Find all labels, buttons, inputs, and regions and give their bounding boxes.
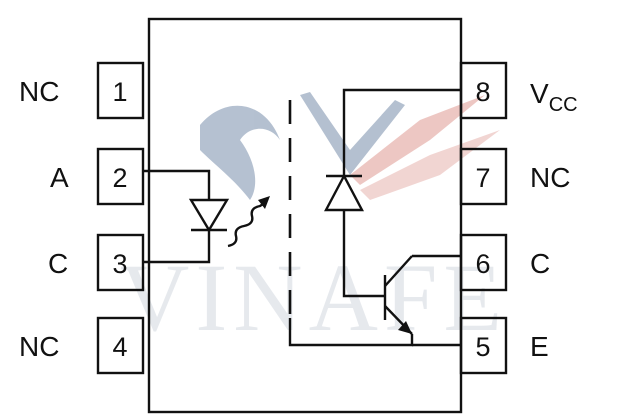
pin-1-number: 1 bbox=[112, 77, 127, 107]
led-emitter bbox=[143, 169, 230, 264]
pin-3-number: 3 bbox=[112, 249, 127, 279]
arrowhead-icon bbox=[258, 196, 270, 209]
pin-5: 5 E bbox=[459, 316, 549, 375]
pin-5-number: 5 bbox=[475, 332, 490, 362]
emitter-wire bbox=[288, 318, 414, 347]
pin-4: 4 NC bbox=[19, 316, 145, 375]
pin-3-label: C bbox=[48, 248, 68, 279]
watermark-text: VINAFE bbox=[120, 244, 508, 351]
pin-2-label: A bbox=[50, 162, 69, 193]
pin-2-box bbox=[96, 147, 145, 206]
pin-7-box bbox=[459, 147, 508, 206]
pin-6-box bbox=[459, 233, 508, 292]
led-triangle bbox=[188, 198, 230, 233]
pin-4-box bbox=[96, 316, 145, 375]
pin-8: 8 VCC bbox=[459, 61, 578, 120]
pin-2-number: 2 bbox=[112, 163, 127, 193]
light-wave bbox=[227, 201, 267, 248]
watermark-logo bbox=[200, 92, 500, 200]
watermark: VINAFE bbox=[120, 92, 508, 351]
pin-1: 1 NC bbox=[19, 61, 145, 120]
pin-7: 7 NC bbox=[459, 147, 570, 206]
pin-8-label-sub: CC bbox=[549, 94, 578, 116]
cathode-wire bbox=[143, 230, 211, 264]
anode-wire bbox=[143, 169, 211, 200]
pin-8-label-main: V bbox=[530, 78, 549, 109]
pin-5-label: E bbox=[530, 331, 549, 362]
pin-7-label: NC bbox=[530, 162, 570, 193]
pin-1-box bbox=[96, 61, 145, 120]
pin-8-label: VCC bbox=[530, 78, 578, 116]
pin-4-number: 4 bbox=[112, 332, 127, 362]
ic-package-body bbox=[147, 17, 463, 414]
pin-4-label: NC bbox=[19, 331, 59, 362]
pin-6: 6 C bbox=[459, 233, 550, 292]
pin-6-label: C bbox=[530, 248, 550, 279]
npn-phototransistor bbox=[288, 254, 461, 347]
emitter-arrow-icon bbox=[398, 321, 412, 334]
pin-8-number: 8 bbox=[475, 77, 490, 107]
base-wire bbox=[342, 210, 385, 298]
pin-1-label: NC bbox=[19, 76, 59, 107]
pin-2: 2 A bbox=[50, 147, 145, 206]
receiver-circuit bbox=[324, 88, 461, 298]
light-emission-arrow bbox=[227, 196, 270, 248]
pin-6-number: 6 bbox=[475, 249, 490, 279]
vcc-wire bbox=[342, 88, 461, 176]
pin-7-number: 7 bbox=[475, 163, 490, 193]
collector-leg bbox=[384, 255, 413, 287]
